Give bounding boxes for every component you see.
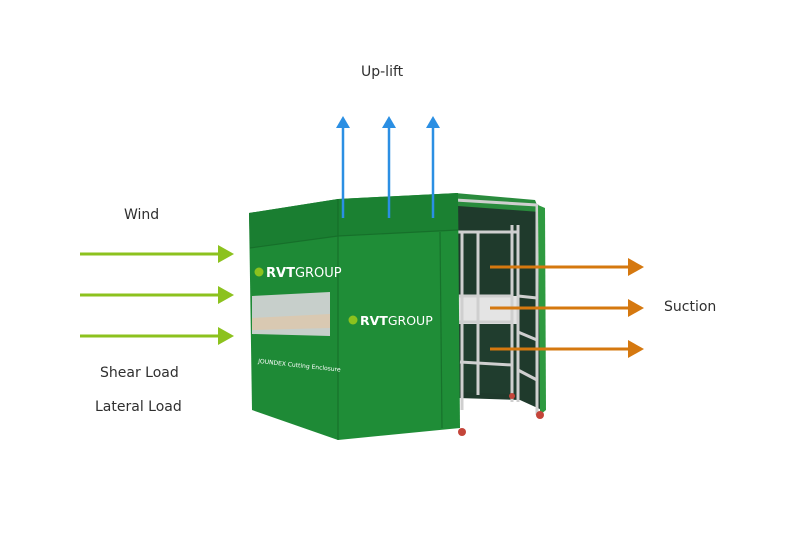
enclosure-left-flap: [249, 199, 338, 248]
uplift-arrow-head: [426, 116, 440, 128]
brand-logo-front: RVTGROUP: [348, 313, 433, 328]
suction-arrows: [490, 258, 644, 358]
enclosure-front-panel: [338, 193, 460, 440]
tarp-seams: [249, 199, 459, 440]
uplift-arrow: [336, 116, 350, 218]
wind-arrow: [80, 327, 234, 345]
uplift-arrow-head: [382, 116, 396, 128]
scaffold-frame: [454, 198, 539, 415]
uplift-arrow: [382, 116, 396, 218]
cutting-enclosure: RVTGROUP RVTGROUP JOUNDEX Cutting Enclos…: [249, 193, 546, 440]
wind-label: Wind: [124, 207, 160, 223]
wind-arrow: [80, 286, 234, 304]
interior-lower-panel: [458, 324, 518, 395]
svg-text:RVTGROUP: RVTGROUP: [266, 266, 342, 281]
uplift-arrows: [336, 116, 440, 218]
uplift-arrow-head: [336, 116, 350, 128]
suction-arrow: [490, 258, 644, 276]
suction-label: Suction: [664, 299, 717, 315]
enclosure-window-ledge: [252, 314, 330, 330]
wind-arrow: [80, 245, 234, 263]
suction-arrow: [490, 340, 644, 358]
wind-arrow-head: [218, 327, 234, 345]
brand-light-left: GROUP: [295, 266, 342, 281]
brand-bold-left: RVT: [266, 266, 295, 281]
wind-arrow-head: [218, 245, 234, 263]
enclosure-front-flap: [338, 193, 458, 236]
suction-arrow-head: [628, 299, 644, 317]
wind-arrows: [80, 245, 234, 345]
suction-arrow: [490, 299, 644, 317]
svg-text:RVTGROUP: RVTGROUP: [360, 313, 433, 328]
suction-arrow-head: [628, 340, 644, 358]
enclosure-right-edge: [538, 205, 546, 415]
uplift-label: Up-lift: [361, 64, 404, 80]
suction-arrow-head: [628, 258, 644, 276]
caster-wheels: [458, 393, 544, 436]
brand-logo-left: RVTGROUP: [254, 266, 342, 281]
brand-bold-front: RVT: [360, 313, 388, 328]
uplift-arrow: [426, 116, 440, 218]
interior-light-band: [458, 296, 518, 324]
lateral-load-label: Lateral Load: [95, 399, 182, 415]
brand-light-front: GROUP: [388, 313, 433, 328]
shear-load-label: Shear Load: [100, 365, 179, 381]
wind-arrow-head: [218, 286, 234, 304]
